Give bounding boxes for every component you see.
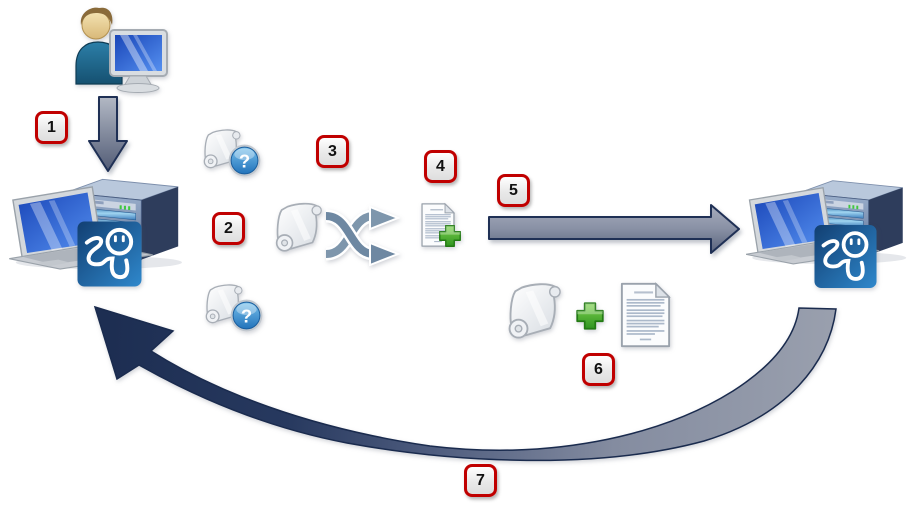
document-add-icon <box>419 202 463 252</box>
question-badge-icon: ? <box>230 299 263 332</box>
admin-user-with-workstation-icon <box>75 7 168 93</box>
remoting-service-badge-icon <box>814 224 877 289</box>
step-label-5: 5 <box>497 174 530 207</box>
arrow-5-send-to-remote <box>488 204 740 254</box>
client-computer <box>5 168 188 270</box>
step-label-4: 4 <box>424 150 457 183</box>
crossing-arrows-icon <box>325 205 401 266</box>
arrow-1-user-to-client <box>88 96 128 172</box>
workstation-monitor <box>109 29 168 93</box>
step-label-7: 7 <box>464 464 497 497</box>
remote-computer <box>746 170 908 265</box>
remoting-service-badge-icon <box>77 221 142 287</box>
script-question-icon-top: ? <box>197 127 263 179</box>
script-shuffle-icon <box>270 192 402 268</box>
script-question-icon-bottom: ? <box>199 282 265 334</box>
script-icon <box>270 196 330 264</box>
plus-icon <box>575 301 605 331</box>
step-label-1: 1 <box>35 111 68 144</box>
svg-text:?: ? <box>241 305 252 326</box>
svg-text:?: ? <box>239 150 250 171</box>
question-badge-icon: ? <box>228 144 261 177</box>
step-label-6: 6 <box>582 353 615 386</box>
plus-icon <box>438 224 462 248</box>
step-label-3: 3 <box>316 135 349 168</box>
step-label-2: 2 <box>212 212 245 245</box>
script-plus-document-icon <box>502 280 674 350</box>
script-icon <box>502 280 570 348</box>
document-icon <box>618 281 673 349</box>
